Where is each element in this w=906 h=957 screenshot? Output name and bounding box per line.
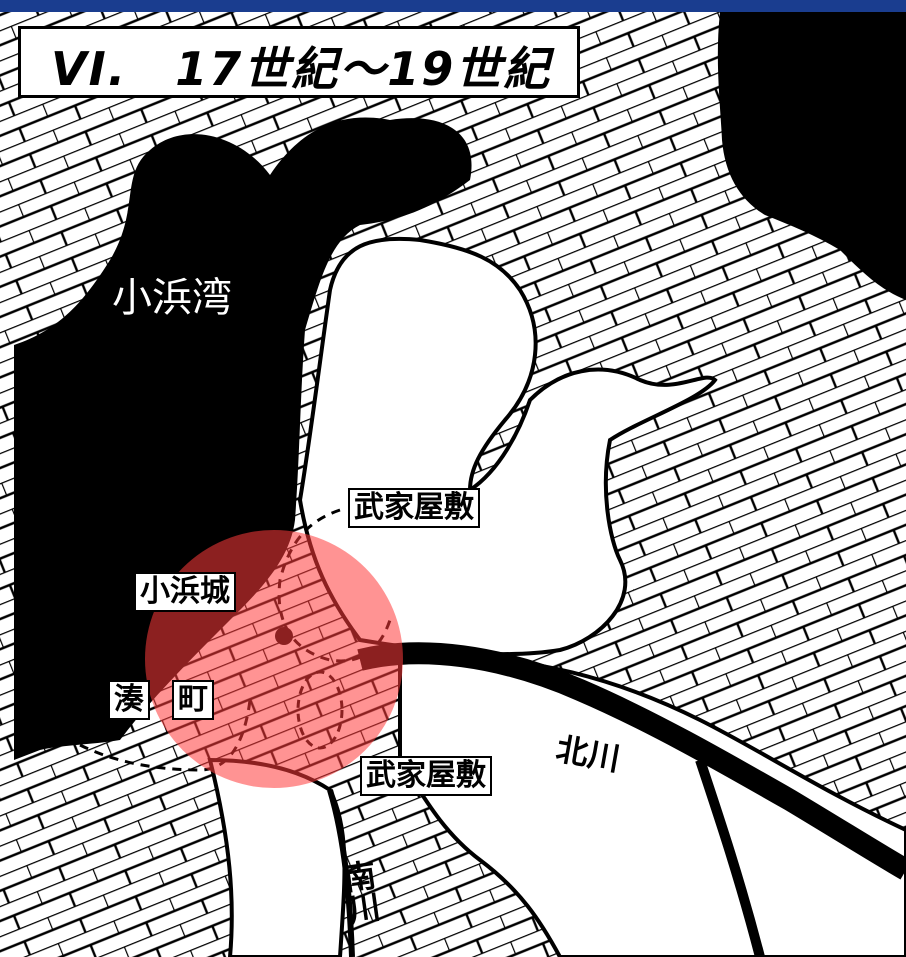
port-town-label-1: 湊: [108, 680, 150, 720]
header-bar: [0, 0, 906, 12]
upper-right-water: [717, 12, 906, 300]
title-box: VI. 17世紀〜19世紀: [18, 26, 580, 98]
south-plain: [207, 757, 347, 957]
port-town-label-2: 町: [172, 680, 214, 720]
castle-label: 小浜城: [134, 572, 236, 612]
river-plain-east: [398, 655, 906, 957]
historical-map: [0, 12, 906, 957]
minami-river-channel: [327, 789, 355, 957]
samurai-residence-north-label: 武家屋敷: [348, 488, 480, 528]
central-plain: [297, 236, 718, 657]
kita-river-label: 北川: [553, 729, 623, 779]
kita-river-channel: [357, 642, 906, 880]
samurai-residence-south-label: 武家屋敷: [360, 756, 492, 796]
bay-label: 小浜湾: [112, 275, 232, 321]
map-title: VI. 17世紀〜19世紀: [51, 42, 552, 96]
bay-water: [14, 117, 472, 760]
minami-river-label: 南川: [336, 857, 384, 927]
kita-river-branch: [695, 758, 765, 957]
highlight-circle: [145, 530, 403, 788]
